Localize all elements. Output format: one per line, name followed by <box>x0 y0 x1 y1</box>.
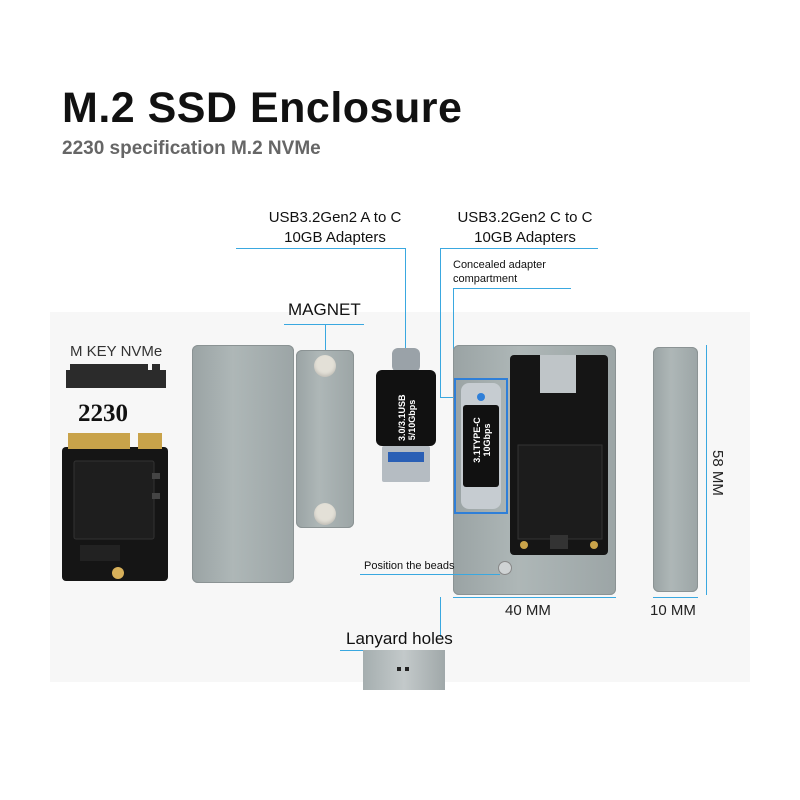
callout-line <box>405 248 406 348</box>
lanyard-holes-closeup <box>363 650 445 690</box>
concealed-compartment-highlight <box>454 378 508 514</box>
ssd-side-profile-icon <box>66 364 166 388</box>
usb-c-to-c-label: USB3.2Gen2 C to C 10GB Adapters <box>430 208 620 248</box>
usb-c-to-c-label-line2: 10GB Adapters <box>474 229 576 246</box>
ssd-board <box>62 433 168 581</box>
page-title: M.2 SSD Enclosure <box>62 84 463 132</box>
callout-line <box>440 597 441 637</box>
dimension-line-width <box>453 597 616 598</box>
enclosure-side-profile <box>653 347 698 592</box>
page-subtitle: 2230 specification M.2 NVMe <box>62 138 321 159</box>
callout-line <box>453 288 571 289</box>
magnet-icon <box>314 503 336 525</box>
usb-a-to-c-adapter <box>374 348 438 484</box>
position-beads-label: Position the beads <box>364 560 455 572</box>
callout-line <box>325 324 326 354</box>
usb-a-to-c-adapter-icon <box>376 348 436 482</box>
enclosure-cover-body <box>192 345 294 583</box>
usb-a-text-line2: 5/10Gbps <box>407 399 417 441</box>
magnet-icon <box>314 355 336 377</box>
ssd-size-label: 2230 <box>78 400 128 427</box>
m-key-label: M KEY NVMe <box>70 343 163 360</box>
callout-line <box>453 288 454 380</box>
usb-a-to-c-text: 3.0/3.1USB 5/10Gbps <box>397 394 417 441</box>
pcb-board-icon <box>517 355 603 549</box>
dimension-line-height <box>706 345 707 595</box>
usb-a-to-c-label-line1: USB3.2Gen2 A to C <box>268 209 402 226</box>
usb-c-text-line1: 3.1TYPE-C <box>472 417 482 463</box>
usb-c-text-line2: 10Gbps <box>482 423 492 457</box>
ssd-board-icon <box>62 433 168 581</box>
usb-c-to-c-text: 3.1TYPE-C 10Gbps <box>472 414 492 466</box>
concealed-label-line1: Concealed adapter <box>453 259 546 271</box>
usb-c-to-c-label-line1: USB3.2Gen2 C to C <box>457 209 593 226</box>
callout-line <box>360 574 500 575</box>
usb-a-to-c-label: USB3.2Gen2 A to C 10GB Adapters <box>240 208 430 248</box>
dimension-line-depth <box>653 597 698 598</box>
usb-c-to-c-adapter-icon <box>461 383 501 509</box>
callout-line <box>440 248 441 398</box>
lanyard-holes-label: Lanyard holes <box>346 629 453 648</box>
concealed-label-line2: compartment <box>453 273 518 285</box>
ssd-side-profile <box>66 364 166 388</box>
concealed-compartment-label: Concealed adapter compartment <box>453 258 546 286</box>
enclosure-cover-tab <box>296 350 354 528</box>
width-dimension: 40 MM <box>505 602 551 619</box>
height-dimension: 58 MM <box>709 450 726 496</box>
depth-dimension: 10 MM <box>650 602 696 619</box>
callout-line <box>284 324 364 325</box>
usb-a-to-c-label-line2: 10GB Adapters <box>284 229 386 246</box>
callout-line <box>440 248 598 249</box>
magnet-label: MAGNET <box>288 300 361 319</box>
usb-c-to-c-adapter <box>461 383 501 509</box>
pcb-board <box>510 355 608 555</box>
lanyard-hole-icon <box>397 667 401 671</box>
lanyard-hole-icon <box>405 667 409 671</box>
usb-a-text-line1: 3.0/3.1USB <box>397 394 407 441</box>
bead-icon <box>498 561 512 575</box>
callout-line <box>236 248 406 249</box>
